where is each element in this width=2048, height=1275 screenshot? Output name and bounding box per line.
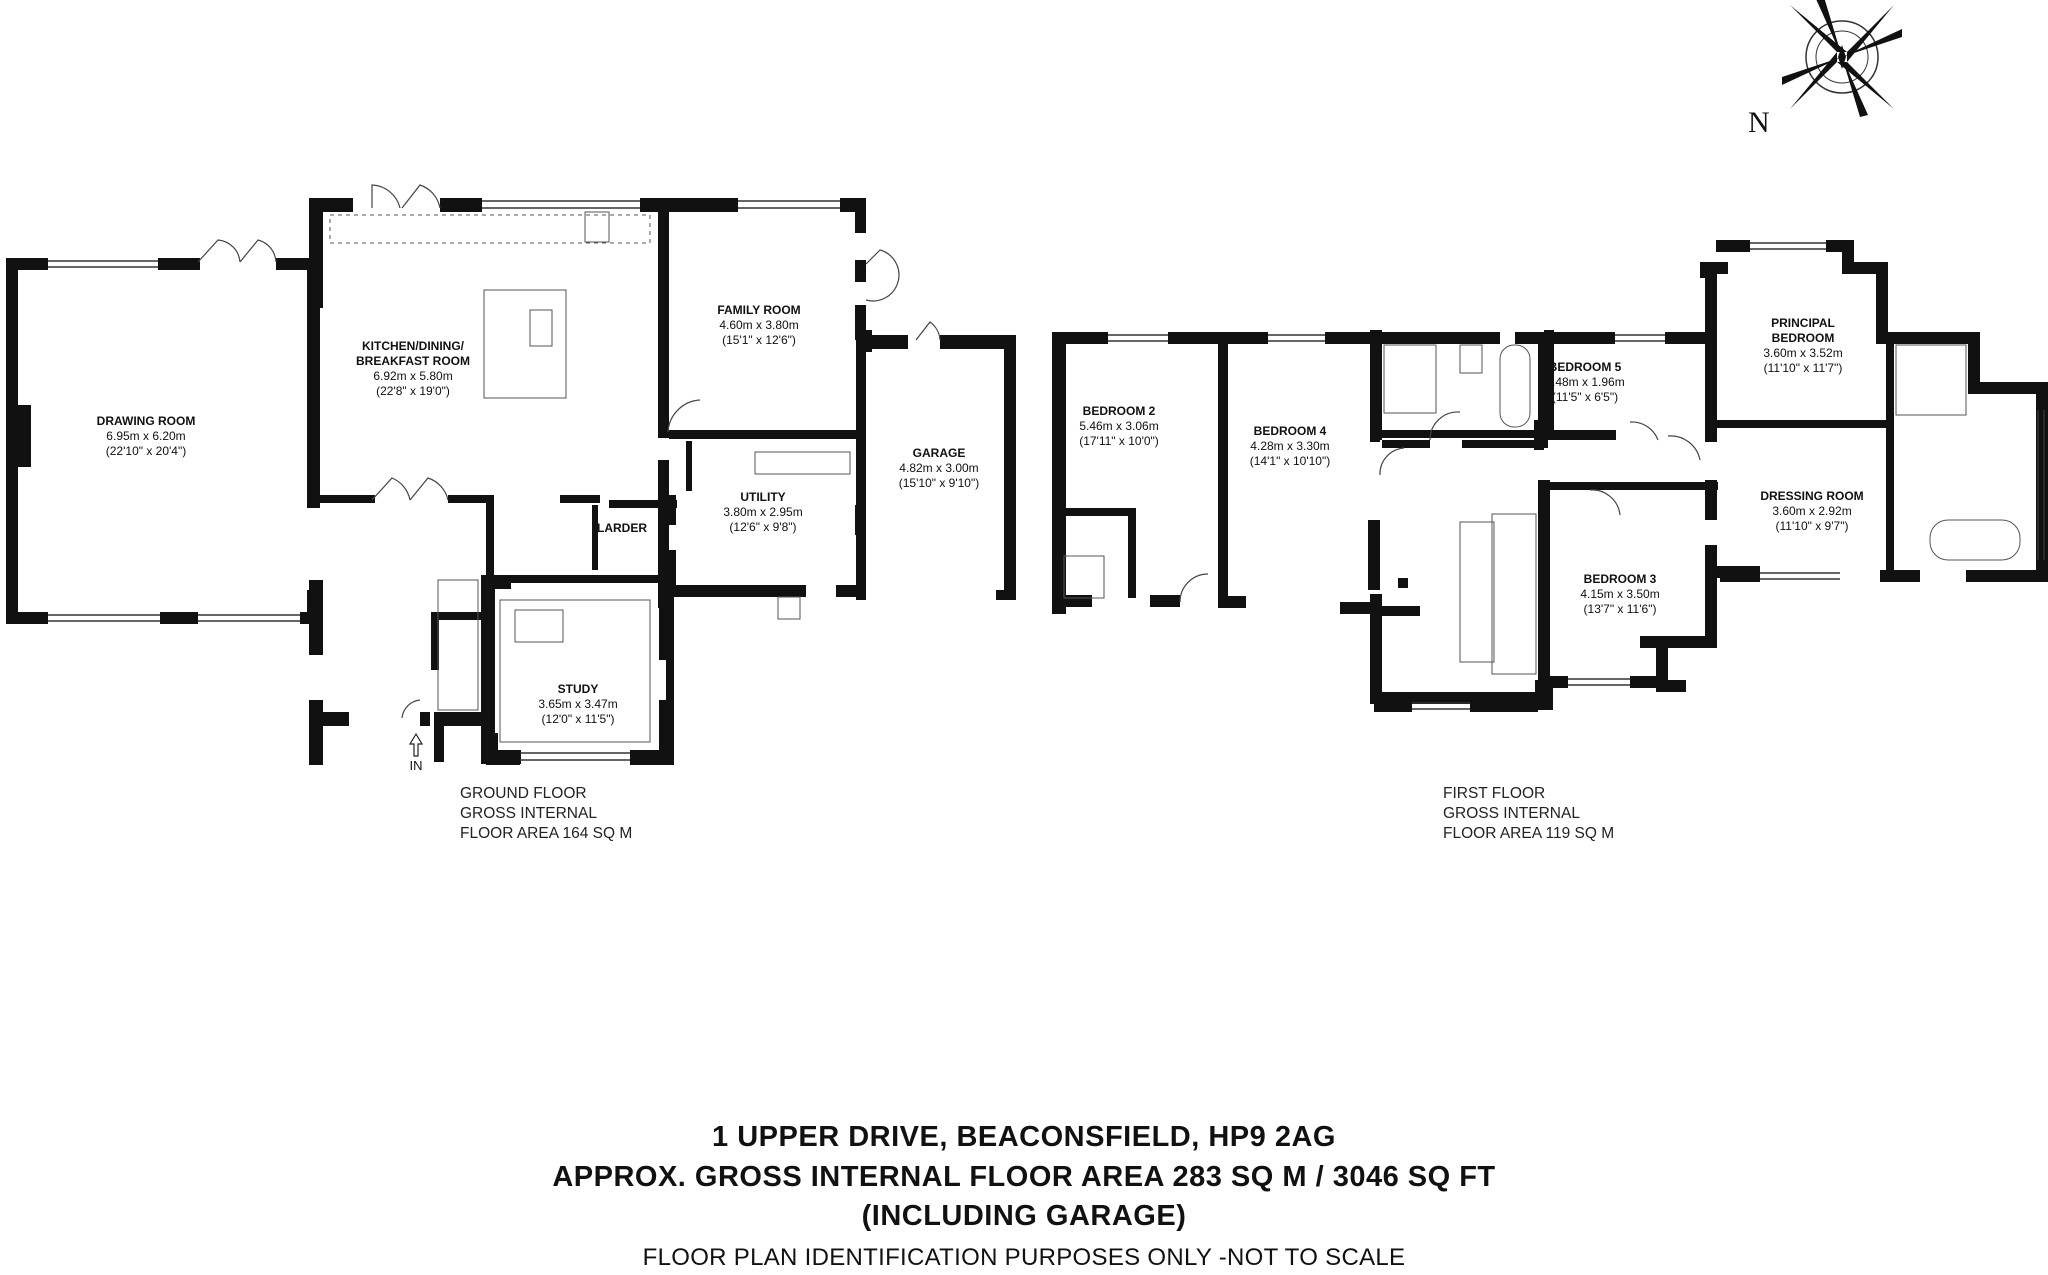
compass-north-label: N: [1748, 106, 1770, 139]
floor-note-line2: GROSS INTERNAL: [1443, 805, 1580, 822]
compass-rose-icon: [1782, 0, 1902, 117]
room-metric: 4.28m x 3.30m: [1250, 439, 1330, 453]
room-name-line2: BEDROOM: [1771, 331, 1835, 345]
room-name: STUDY: [557, 682, 599, 696]
utility-label: UTILITY 3.80m x 2.95m (12'6" x 9'8"): [723, 490, 802, 535]
room-imperial: (15'10" x 9'10"): [898, 476, 980, 490]
room-imperial: (14'1" x 10'10"): [1249, 454, 1331, 468]
ground-staircase: [437, 579, 479, 711]
room-imperial: (11'5" x 6'5"): [1551, 390, 1619, 404]
wc-icon: [1459, 344, 1483, 374]
room-metric: 3.60m x 3.52m: [1763, 346, 1843, 360]
entrance-label: IN: [409, 758, 423, 773]
principal-bedroom-label: PRINCIPAL BEDROOM 3.60m x 3.52m (11'10" …: [1763, 316, 1842, 376]
room-name-line2: BREAKFAST ROOM: [356, 354, 470, 368]
address-title: 1 UPPER DRIVE, BEACONSFIELD, HP9 2AG: [712, 1121, 1336, 1153]
sink-icon: [584, 211, 610, 243]
study-walls: [434, 575, 673, 765]
principal-shower-icon: [1895, 344, 1967, 416]
door-swings: [197, 184, 1701, 719]
room-metric: 4.15m x 3.50m: [1580, 587, 1660, 601]
first-floor-note: FIRST FLOOR GROSS INTERNAL FLOOR AREA 11…: [1443, 784, 1614, 844]
room-imperial: (22'8" x 19'0"): [376, 384, 450, 398]
room-metric: 4.60m x 3.80m: [719, 318, 799, 332]
room-imperial: (11'10" x 11'7"): [1763, 361, 1843, 375]
garage-label: GARAGE 4.82m x 3.00m (15'10" x 9'10"): [899, 446, 979, 491]
kitchen-island: [483, 289, 567, 399]
utility-sink-icon: [777, 596, 801, 620]
shower-icon: [1063, 555, 1105, 599]
floor-note-line3: FLOOR AREA 119 SQ M: [1443, 825, 1615, 842]
bedroom3-label: BEDROOM 3 4.15m x 3.50m (13'7" x 11'6"): [1580, 572, 1659, 617]
room-metric: 3.65m x 3.47m: [538, 697, 618, 711]
room-name-line1: KITCHEN/DINING/: [362, 339, 464, 353]
study-label: STUDY 3.65m x 3.47m (12'0" x 11'5"): [538, 682, 617, 727]
study-desk-outline: [499, 599, 651, 743]
room-name: FAMILY ROOM: [717, 303, 801, 317]
room-metric: 5.46m x 3.06m: [1079, 419, 1159, 433]
room-name: BEDROOM 2: [1082, 404, 1156, 418]
utility-counter: [754, 451, 851, 475]
room-metric: 3.80m x 2.95m: [723, 505, 803, 519]
room-name: DRAWING ROOM: [96, 414, 196, 428]
room-metric: 4.82m x 3.00m: [899, 461, 979, 475]
room-imperial: (13'7" x 11'6"): [1583, 602, 1657, 616]
room-metric: 3.48m x 1.96m: [1545, 375, 1625, 389]
room-name: UTILITY: [740, 490, 786, 504]
garage-note: (INCLUDING GARAGE): [861, 1200, 1187, 1232]
bedroom2-label: BEDROOM 2 5.46m x 3.06m (17'11" x 10'0"): [1079, 404, 1159, 449]
room-name: LARDER: [597, 521, 647, 535]
room-imperial: (12'6" x 9'8"): [729, 520, 797, 534]
garage-utility-walls: [658, 330, 1016, 645]
total-area: APPROX. GROSS INTERNAL FLOOR AREA 283 SQ…: [552, 1161, 1496, 1193]
room-imperial: (22'10" x 20'4"): [105, 444, 187, 458]
ground-floor-note: GROUND FLOOR GROSS INTERNAL FLOOR AREA 1…: [460, 784, 632, 844]
room-metric: 6.95m x 6.20m: [106, 429, 186, 443]
room-name: GARAGE: [912, 446, 966, 460]
dressing-room-label: DRESSING ROOM 3.60m x 2.92m (11'10" x 9'…: [1760, 489, 1863, 534]
room-imperial: (17'11" x 10'0"): [1079, 434, 1159, 448]
floor-note-line2: GROSS INTERNAL: [460, 805, 597, 822]
family-room-label: FAMILY ROOM 4.60m x 3.80m (15'1" x 12'6"…: [717, 303, 800, 348]
room-name-line1: PRINCIPAL: [1771, 316, 1835, 330]
room-name: BEDROOM 4: [1253, 424, 1327, 438]
windows: [48, 200, 2045, 761]
floor-note-line1: FIRST FLOOR: [1443, 785, 1546, 802]
hob-icon: [529, 309, 553, 347]
room-imperial: (11'10" x 9'7"): [1775, 519, 1849, 533]
first-floor-walls: [1052, 240, 2048, 712]
bath-icon: [1499, 344, 1531, 428]
entrance-arrow-icon: [408, 732, 424, 757]
larder-label: LARDER: [597, 521, 647, 536]
kitchen-label: KITCHEN/DINING/ BREAKFAST ROOM 6.92m x 5…: [356, 339, 470, 399]
room-metric: 6.92m x 5.80m: [373, 369, 453, 383]
floor-note-line3: FLOOR AREA 164 SQ M: [460, 825, 633, 842]
disclaimer: FLOOR PLAN IDENTIFICATION PURPOSES ONLY …: [642, 1244, 1406, 1271]
room-metric: 3.60m x 2.92m: [1772, 504, 1852, 518]
drawing-room-label: DRAWING ROOM 6.95m x 6.20m (22'10" x 20'…: [97, 414, 196, 459]
kitchen-walls: [309, 198, 866, 765]
staircase-void: [1459, 521, 1495, 663]
ensuite-shower-icon: [1383, 344, 1437, 414]
first-staircase: [1491, 513, 1537, 675]
room-name: BEDROOM 5: [1548, 360, 1622, 374]
fixtures: [329, 211, 2021, 743]
bedroom5-label: BEDROOM 5 3.48m x 1.96m (11'5" x 6'5"): [1545, 360, 1624, 405]
room-imperial: (12'0" x 11'5"): [541, 712, 615, 726]
room-imperial: (15'1" x 12'6"): [722, 333, 796, 347]
bedroom4-label: BEDROOM 4 4.28m x 3.30m (14'1" x 10'10"): [1250, 424, 1330, 469]
room-name: DRESSING ROOM: [1760, 489, 1864, 503]
floor-note-line1: GROUND FLOOR: [460, 785, 587, 802]
principal-bath-icon: [1929, 519, 2021, 561]
room-name: BEDROOM 3: [1583, 572, 1657, 586]
wc-icon: [514, 609, 564, 643]
